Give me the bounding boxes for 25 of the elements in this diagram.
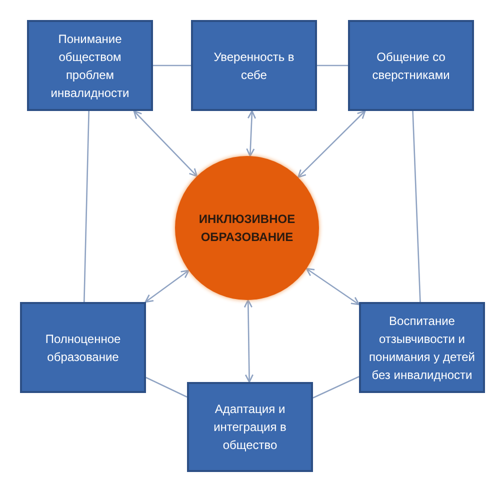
box-text: Уверенность в себе	[212, 48, 296, 84]
center-title: ИНКЛЮЗИВНОЕ ОБРАЗОВАНИЕ	[198, 211, 296, 246]
box-text: Воспитание отзывчивости и понимания у детей без инвалидности	[369, 312, 475, 384]
box-text: Полноценное образование	[44, 330, 122, 366]
box-text: Адаптация и интеграция в общество	[212, 401, 288, 454]
connector-line	[317, 64, 348, 66]
double-arrow	[133, 110, 198, 177]
connector-line	[412, 110, 421, 302]
connector-line	[83, 110, 90, 302]
process-box	[20, 302, 146, 393]
double-arrow	[246, 110, 256, 157]
double-arrow	[297, 110, 366, 178]
connector-line	[153, 64, 191, 66]
double-arrow	[244, 299, 254, 383]
connector-line	[146, 376, 188, 398]
process-box	[348, 20, 474, 111]
box-text: Общение со сверстниками	[371, 48, 451, 84]
box-text: Понимание обществом проблем инвалидности	[50, 30, 130, 102]
process-box	[187, 382, 313, 472]
process-box	[27, 20, 153, 111]
process-box	[191, 20, 317, 111]
double-arrow	[306, 268, 360, 306]
double-arrow	[144, 270, 190, 303]
connector-line	[312, 376, 360, 398]
process-box	[359, 302, 485, 393]
